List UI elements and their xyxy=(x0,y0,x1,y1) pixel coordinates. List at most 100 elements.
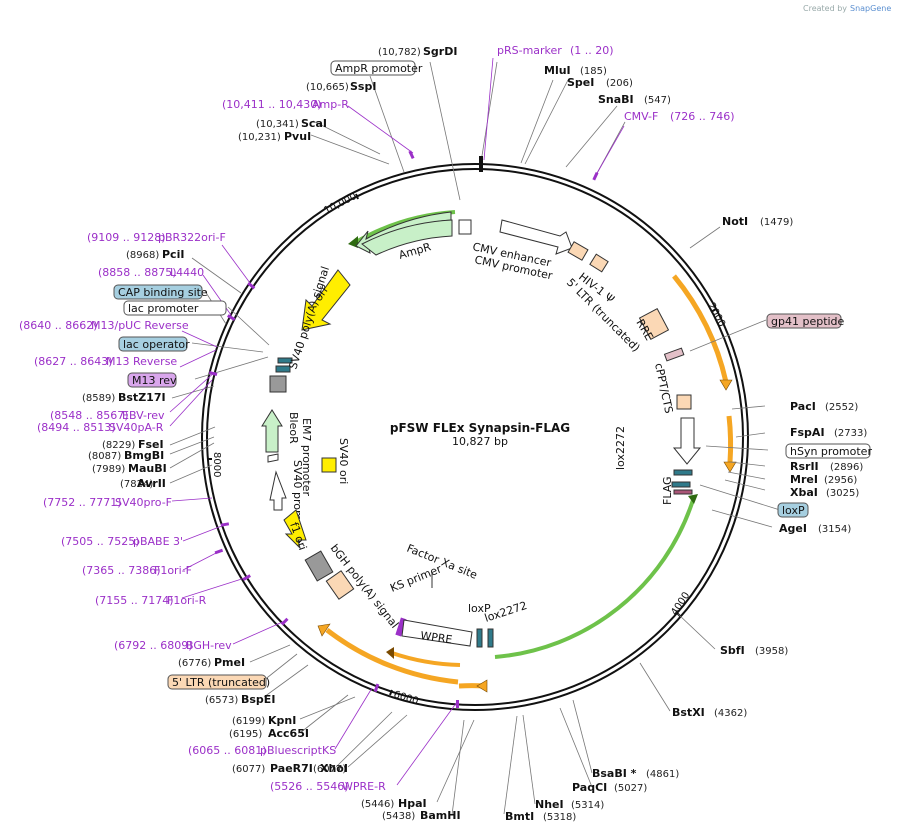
enzyme-noti: NotI xyxy=(722,215,748,228)
credit-text: Created by xyxy=(803,4,847,13)
inner-arc-green-right xyxy=(494,499,695,659)
inner-arc-orange-bottom-head xyxy=(386,647,394,659)
hiv-ltr-box xyxy=(567,241,589,261)
enzyme-fspai: FspAI xyxy=(790,426,825,439)
gp41-glyph xyxy=(663,347,685,362)
box-lac-operator xyxy=(118,336,188,352)
enzyme-pmei: PmeI xyxy=(214,656,245,669)
enzyme-bamhi: BamHI xyxy=(420,809,461,822)
primer-wpre-r: WPRE-R xyxy=(342,780,386,793)
enzyme-mrei: MreI xyxy=(790,473,818,486)
enzyme-bspei: BspEI xyxy=(241,693,275,706)
enzyme-rsrii: RsrII xyxy=(790,460,819,473)
f1-ori-arrow xyxy=(283,509,307,550)
primer-pbabe: pBABE 3' xyxy=(133,535,183,548)
map-title: pFSW FLEx Synapsin-FLAG xyxy=(390,421,570,435)
tick-label-2000: 2000 xyxy=(705,301,727,329)
enzyme-pos-bstz17i: (8589) xyxy=(82,393,115,404)
primer-pos-pbluescript: (6065 .. 6081) xyxy=(188,744,267,757)
primer-pos-sv40pro-f: (7752 .. 7771) xyxy=(43,496,122,509)
tick-10000 xyxy=(355,193,359,200)
enzyme-pos-fspai: (2733) xyxy=(834,428,867,439)
tick-label-4000: 4000 xyxy=(669,590,692,617)
enzyme-pos-bmgbi: (8087) xyxy=(88,451,121,462)
primer-amp-r: Amp-R xyxy=(312,98,349,111)
enzyme-agei: AgeI xyxy=(779,522,807,535)
enzyme-bmti: BmtI xyxy=(505,810,534,823)
primer-pos-amp-r: (10,411 .. 10,430) xyxy=(222,98,322,111)
primer-ebv-rev: EBV-rev xyxy=(122,409,165,422)
primer-pos-sv40pa-r: (8494 .. 8513) xyxy=(37,421,116,434)
ampr-promoter-glyph xyxy=(458,219,472,235)
box-lac-promoter xyxy=(123,300,227,316)
enzyme-pos-bamhi: (5438) xyxy=(382,811,415,822)
enzyme-pcii: PciI xyxy=(162,248,184,261)
enzyme-pos-sbfi: (3958) xyxy=(755,646,788,657)
enzyme-xhoi: XhoI xyxy=(320,762,348,775)
enzyme-hpai: HpaI xyxy=(398,797,427,810)
arc-head-1 xyxy=(719,379,733,391)
enzyme-pos-pmei: (6776) xyxy=(178,658,211,669)
lox2272-glyph xyxy=(673,469,693,476)
boxed-m13-rev: M13 rev xyxy=(132,374,177,387)
enzyme-pos-maubi: (7989) xyxy=(92,464,125,475)
enzyme-pos-pcii: (8968) xyxy=(126,250,159,261)
tick-6000 xyxy=(389,689,393,696)
enzyme-bsabi: BsaBI * xyxy=(592,767,637,780)
enzyme-pos-fsei: (8229) xyxy=(102,440,135,451)
bgh-peach-box xyxy=(325,570,355,600)
ori-arrow xyxy=(301,269,351,331)
primer-pbr322: pBR322ori-F xyxy=(158,231,226,244)
primer-m13puc: M13/pUC Reverse xyxy=(91,319,189,332)
outer-arc-orange-2 xyxy=(726,415,734,463)
primer-pos-f1ori-r: (7155 .. 7174) xyxy=(95,594,174,607)
boxed-lac-operator: lac operator xyxy=(123,338,190,351)
primer-f1ori-r: F1ori-R xyxy=(167,594,207,607)
enzyme-pos-bsabi: (4861) xyxy=(646,769,679,780)
primer-pos-ebv-rev: (8548 .. 8567) xyxy=(50,409,129,422)
primer-l4440: L4440 xyxy=(170,266,204,279)
primer-pos-l4440: (8858 .. 8875) xyxy=(98,266,177,279)
enzyme-pos-hpai: (5446) xyxy=(361,799,394,810)
enzyme-maubi: MauBI xyxy=(128,462,167,475)
box-5ltr xyxy=(167,674,267,690)
feature-flag: FLAG xyxy=(661,476,674,505)
hsyn-arrow xyxy=(672,417,702,465)
boxed-lac-promoter: lac promoter xyxy=(128,302,199,315)
feature-bleor: BleoR xyxy=(287,412,300,444)
sv40-promoter-arrow xyxy=(269,470,287,511)
enzyme-pos-paci: (2552) xyxy=(825,402,858,413)
enzyme-pos-bspei: (6573) xyxy=(205,695,238,706)
enzyme-acc65i: Acc65I xyxy=(268,727,309,740)
enzyme-paqci: PaqCI xyxy=(572,781,607,794)
arc-head-4 xyxy=(317,623,331,637)
rre-box xyxy=(638,308,670,340)
box-hsyn xyxy=(785,443,871,459)
ampr-body xyxy=(361,219,453,256)
primer-prs-marker: pRS-marker xyxy=(497,44,562,57)
enzyme-pos-paer7i-b: (6077) xyxy=(232,764,265,775)
primer-leaders xyxy=(169,57,625,786)
enzyme-pos-nhei: (5314) xyxy=(571,800,604,811)
primer-pos-wpre-r: (5526 .. 5546) xyxy=(270,780,349,793)
sv40-ori-box xyxy=(321,457,337,473)
enzyme-nhei: NheI xyxy=(535,798,564,811)
primer-pbluescript: pBluescriptKS xyxy=(260,744,336,757)
boxed-loxp: loxP xyxy=(782,504,805,517)
enzyme-bstz17i: BstZ17I xyxy=(118,391,166,404)
feature-loxp-bottom: loxP xyxy=(468,602,491,615)
primer-pos-pbabe: (7505 .. 7525) xyxy=(61,535,140,548)
boxed-5ltr: 5' LTR (truncated) xyxy=(172,676,270,689)
primer-pos-f1ori-f: (7365 .. 7386) xyxy=(82,564,161,577)
inner-arc-green-top-head xyxy=(348,236,358,248)
boxed-cap-binding: CAP binding site xyxy=(118,286,208,299)
brand-text: SnapGene xyxy=(850,4,891,13)
loxp-glyph xyxy=(673,489,693,495)
enzyme-pos-paer7i: (6077) xyxy=(313,764,346,775)
primer-labels: pRS-marker (1 .. 20) (10,411 .. 10,430) … xyxy=(19,44,735,793)
box-cap-binding xyxy=(113,284,203,300)
feature-sv40-ori: SV40 ori xyxy=(337,438,350,484)
em7-glyph xyxy=(267,453,279,463)
leader-lines xyxy=(169,61,781,816)
